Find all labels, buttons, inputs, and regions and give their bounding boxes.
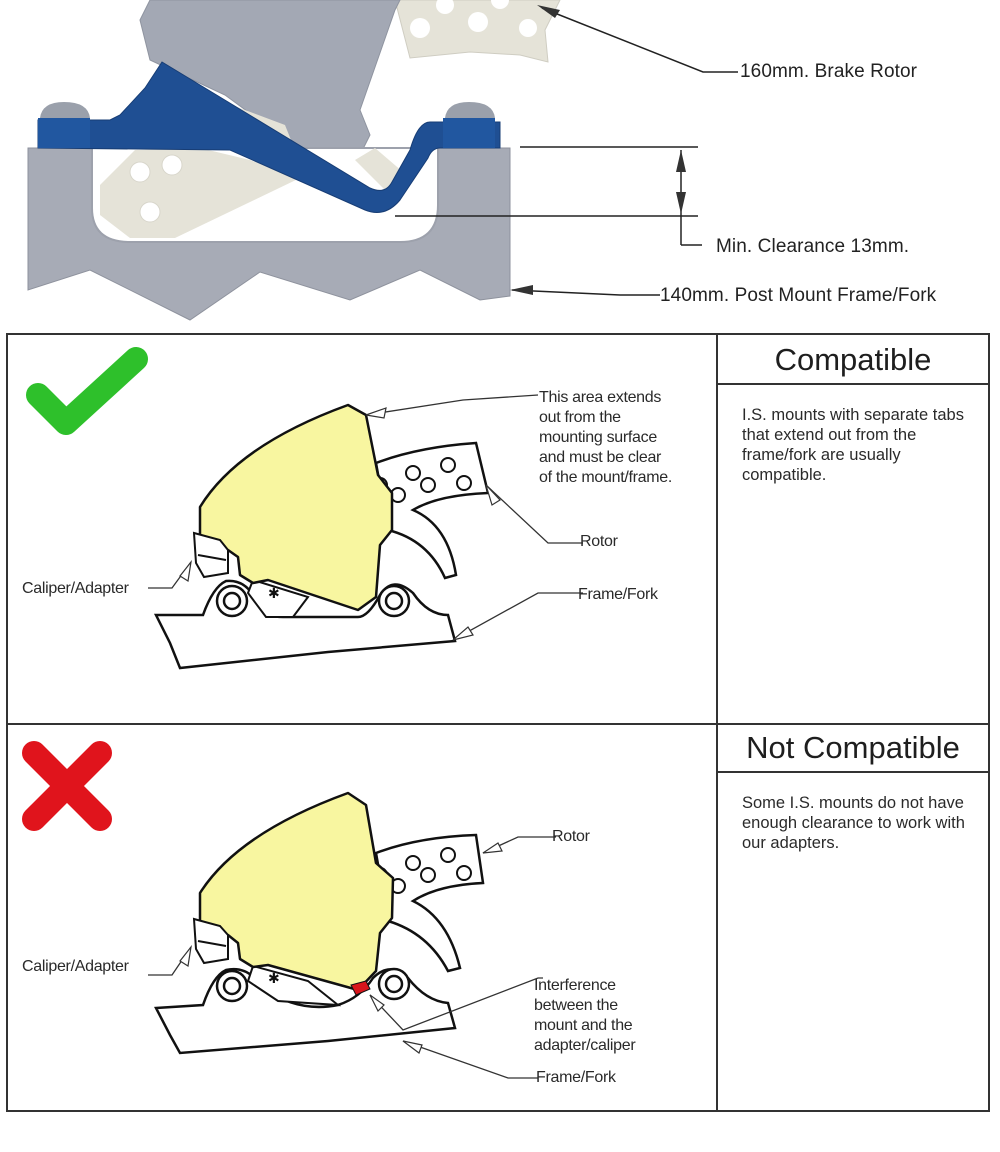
rotor-leader-arrow [537,5,560,18]
caliper-main [139,0,401,186]
cross-icon [22,741,112,831]
not-compatible-heading: Not Compatible [718,723,988,773]
leader-lines [148,836,556,1079]
compatible-description: I.S. mounts with separate tabs that exte… [742,406,964,484]
clearance-label: Min. Clearance 13mm. [716,236,910,257]
leader-frame [402,1040,538,1079]
interference-note-line: mount and the [534,1017,633,1034]
caliper-adapter-label: Caliper/Adapter [22,580,129,597]
mount-bolt-right [377,584,411,618]
not-compatible-illustration: ✱ [22,741,556,1079]
asterisk-mark: ✱ [268,970,280,986]
compatible-description-cell: Compatible I.S. mounts with separate tab… [718,335,988,723]
asterisk-mark: ✱ [268,585,280,601]
rotor-holes-upper [410,0,537,38]
dimension-arrows [676,150,686,214]
interference-note-line: between the [534,997,618,1014]
rotor-size-label: 160mm. Brake Rotor [740,61,918,82]
area-note-line: of the mount/frame. [539,469,673,486]
compatible-heading: Compatible [718,335,988,385]
compatible-illustration-cell: ✱ [8,335,718,723]
mount-leader [511,289,660,296]
clearance-diagram: 160mm. Brake Rotor Min. Clearance 13mm. … [0,0,1000,325]
leader-frame [452,592,583,641]
mount-bolt-right [377,967,411,1001]
interference-note-line: Interference [534,977,616,994]
mount-bolt-left [215,969,249,1003]
leader-area [365,394,539,416]
compatible-illustration: ✱ [26,347,583,670]
frame-fork-label: Frame/Fork [536,1069,616,1086]
check-icon [26,347,148,435]
area-note-line: mounting surface [539,429,657,446]
caliper-adapter-block [192,531,229,579]
leader-arrowheads [179,407,501,641]
rotor-leader [541,7,738,73]
caliper-adapter-block [192,917,229,965]
mount-leader-arrow [510,285,533,295]
bolt-right [443,102,495,148]
not-compatible-description-cell: Not Compatible Some I.S. mounts do not h… [718,723,988,1110]
not-compatible-illustration-cell: ✱ [8,723,718,1110]
rotor-label: Rotor [580,533,618,550]
not-compatible-description: Some I.S. mounts do not have enough clea… [742,794,965,852]
caliper-adapter-label: Caliper/Adapter [22,958,129,975]
mount-bolt-left [215,584,249,618]
mount-size-label: 140mm. Post Mount Frame/Fork [660,285,937,306]
frame-fork-label: Frame/Fork [578,586,658,603]
area-note-line: and must be clear [539,449,662,466]
compatibility-table: ✱ [6,333,990,1112]
table-row-compatible: ✱ [8,335,988,725]
caliper [198,791,395,992]
table-row-not-compatible: ✱ [8,723,988,1110]
rotor-holes-slot [129,154,183,223]
leader-interference [369,977,543,1031]
leader-lines [148,394,583,641]
interference-marker [350,980,371,996]
leader-arrowheads [179,842,503,1054]
area-note-line: out from the [539,409,621,426]
frame-fork [153,579,457,670]
clearance-diagram-drawing [27,0,738,321]
leader-rotor [485,484,583,544]
interference-note-label: Interference between the mount and the a… [534,976,636,1056]
interference-note-line: adapter/caliper [534,1037,636,1054]
rotor-label: Rotor [552,828,590,845]
area-note-label: This area extends out from the mounting … [539,388,672,488]
bolt-left [38,102,90,148]
caliper [198,403,394,612]
adapter [246,964,342,1007]
adapter [246,578,310,618]
area-note-line: This area extends [539,389,662,406]
rotor [374,833,485,973]
